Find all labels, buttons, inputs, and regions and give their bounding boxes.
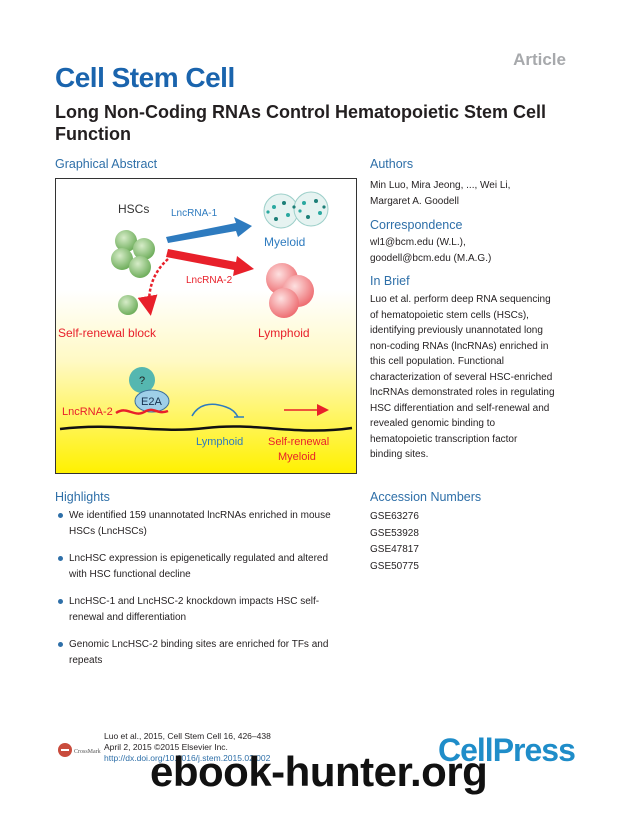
highlight-item: We identified 159 unannotated lncRNAs en… [55, 508, 355, 539]
citation-line: April 2, 2015 ©2015 Elsevier Inc. [104, 742, 228, 752]
graphical-abstract-heading: Graphical Abstract [55, 157, 158, 171]
graphical-abstract-svg: HSCs LncRNA-1 Myeloid LncRNA-2 [58, 191, 353, 463]
in-brief-heading: In Brief [370, 274, 410, 288]
e2a-factor [134, 389, 170, 413]
hsc-cell [129, 256, 151, 278]
lymphoid-bottom-label: Lymphoid [196, 436, 243, 448]
article-title: Long Non-Coding RNAs Control Hematopoiet… [55, 102, 546, 144]
in-brief-line: non-coding RNAs (lncRNAs) enriched in [370, 340, 549, 352]
lncrna2-bottom-label: LncRNA-2 [62, 406, 113, 418]
self-renewal-bottom-label: Self-renewal [268, 436, 329, 448]
accession-number[interactable]: GSE53928 [370, 527, 419, 539]
accession-number[interactable]: GSE63276 [370, 511, 419, 522]
in-brief-line: of hematopoietic stem cells (HSCs), [370, 309, 529, 321]
blocked-hsc-cell [118, 295, 138, 315]
in-brief-text: Luo et al. perform deep RNA sequencing o… [370, 292, 580, 463]
doi-link[interactable]: http://dx.doi.org/10.1016/j.stem.2015.02… [104, 753, 271, 763]
watermark-text: ebook-hunter.org [150, 748, 488, 795]
cellpress-logo: CellPress [438, 732, 576, 768]
authors-line: Min Luo, Mira Jeong, ..., Wei Li, [370, 180, 511, 191]
in-brief-line: binding sites. [370, 449, 429, 460]
myeloid-label: Myeloid [264, 235, 305, 249]
correspondence-emails: wl1@bcm.edu (W.L.), goodell@bcm.edu (M.A… [370, 235, 580, 266]
accession-numbers-heading: Accession Numbers [370, 490, 482, 504]
myeloid-bottom-label: Myeloid [278, 451, 316, 463]
correspondence-heading: Correspondence [370, 218, 463, 232]
accession-number[interactable]: GSE50775 [370, 560, 419, 572]
self-renewal-block-label: Self-renewal block [58, 326, 157, 340]
journal-name: Cell Stem Cell [55, 62, 235, 93]
citation-line: Luo et al., 2015, Cell Stem Cell 16, 426… [104, 731, 271, 741]
in-brief-line: revealed genomic binding to [370, 418, 496, 429]
hscs-label: HSCs [118, 202, 149, 216]
unknown-factor [129, 367, 155, 393]
bullet-icon [58, 556, 63, 561]
accession-number[interactable]: GSE47817 [370, 544, 419, 555]
myeloid-cells [263, 191, 329, 229]
authors-line: Margaret A. Goodell [370, 195, 459, 207]
crossmark-icon[interactable]: CrossMark [57, 742, 103, 758]
authors-list: Min Luo, Mira Jeong, ..., Wei Li, Margar… [370, 178, 580, 209]
lncrna1-arrow [166, 217, 252, 243]
in-brief-line: HSC differentiation and self-renewal and [370, 402, 550, 414]
bullet-icon [58, 513, 63, 518]
dna-strand [59, 425, 353, 432]
hsc-cell [115, 230, 137, 252]
graphical-abstract-figure: HSCs LncRNA-1 Myeloid LncRNA-2 [55, 178, 357, 474]
lymphoid-label: Lymphoid [258, 326, 310, 340]
email-line[interactable]: wl1@bcm.edu (W.L.), [370, 237, 466, 248]
lncrna1-label: LncRNA-1 [171, 208, 218, 219]
in-brief-line: this cell population. Functional [370, 356, 504, 367]
e2a-label: E2A [141, 396, 162, 408]
lymphoid-inhibition-line [191, 403, 239, 418]
in-brief-line: Luo et al. perform deep RNA sequencing [370, 294, 551, 305]
self-renewal-block-arrow [137, 258, 169, 316]
hsc-cell [111, 248, 133, 270]
question-label: ? [139, 375, 145, 387]
highlight-item: LncHSC expression is epigenetically regu… [55, 551, 355, 582]
in-brief-line: identifying previously unannotated long [370, 325, 543, 336]
highlight-item: LncHSC-1 and LncHSC-2 knockdown impacts … [55, 594, 355, 625]
highlight-item: Genomic LncHSC-2 binding sites are enric… [55, 637, 355, 668]
citation-block: Luo et al., 2015, Cell Stem Cell 16, 426… [104, 731, 271, 764]
svg-text:CrossMark: CrossMark [74, 749, 101, 755]
bullet-icon [58, 642, 63, 647]
bullet-icon [58, 599, 63, 604]
highlights-heading: Highlights [55, 490, 110, 504]
article-type-tag: Article [513, 50, 566, 69]
email-line[interactable]: goodell@bcm.edu (M.A.G.) [370, 252, 492, 264]
lncrna2-strand [115, 408, 169, 415]
authors-heading: Authors [370, 157, 414, 171]
in-brief-line: characterization of several HSC-enriched [370, 371, 553, 383]
lymphoid-cells [266, 263, 314, 318]
accession-numbers-list: GSE63276 GSE53928 GSE47817 GSE50775 [370, 509, 580, 575]
highlights-list: We identified 159 unannotated lncRNAs en… [55, 508, 355, 680]
in-brief-line: lncRNAs demonstrated roles in regulating [370, 387, 555, 398]
in-brief-line: hematopoietic transcription factor [370, 433, 518, 445]
lncrna2-arrow [166, 249, 254, 276]
lncrna2-label: LncRNA-2 [186, 275, 233, 286]
hsc-cell [133, 238, 155, 260]
